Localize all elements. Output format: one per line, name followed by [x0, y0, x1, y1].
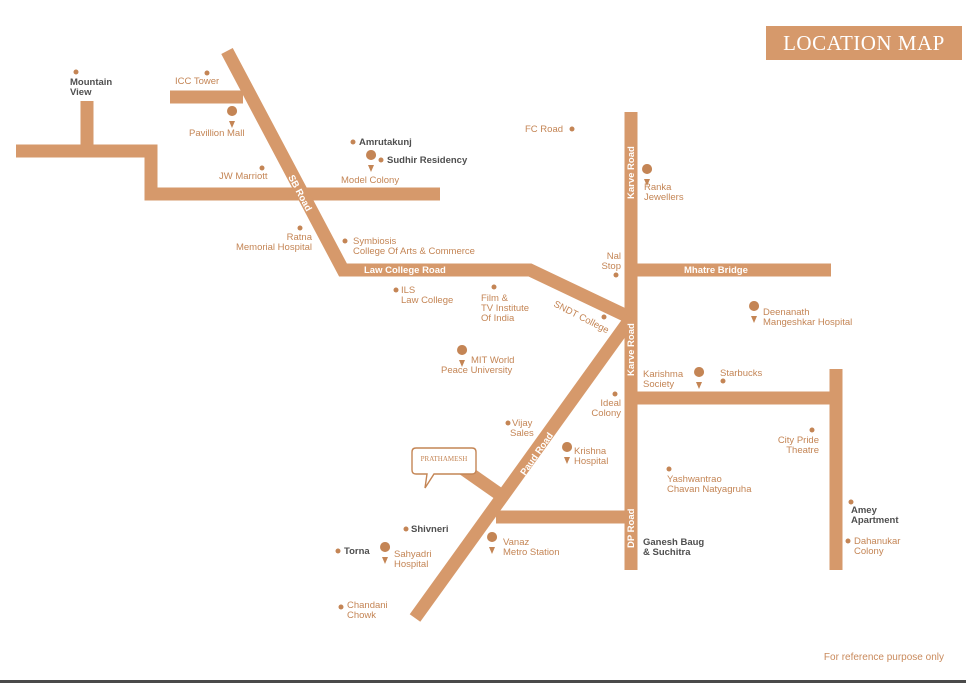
fc-road-label: FC Road [525, 124, 563, 135]
amey-apartment-dot [848, 499, 854, 505]
hospital-cross-icon-sahyadri [380, 542, 391, 564]
jw-marriott-label: JW Marriott [219, 171, 268, 182]
bottom-border [0, 680, 966, 683]
metro-pin-icon [487, 532, 498, 554]
university-pin-icon [457, 345, 468, 367]
dahanukar-dot [845, 538, 851, 544]
road-label-mhatre-bridge: Mhatre Bridge [684, 265, 748, 276]
starbucks-label: Starbucks [720, 368, 762, 379]
ils-dot [393, 287, 399, 293]
ganesh-baug-label: Ganesh Baug& Suchitra [643, 537, 704, 558]
model-colony-label: Model Colony [341, 175, 399, 186]
pratham-marker-label: PRATHAMESH [421, 455, 468, 463]
torna-label: Torna [344, 546, 370, 557]
residency-pin-icon [366, 150, 377, 172]
jw-marriott-dot [259, 165, 265, 171]
shivneri-label: Shivneri [411, 524, 449, 535]
sudhir-residency-label: Sudhir Residency [387, 155, 468, 166]
sndt-dot [601, 314, 607, 320]
hospital-cross-icon-krishna [562, 442, 573, 464]
jeweller-pin-icon [642, 164, 653, 186]
vijay-sales-dot [505, 420, 511, 426]
mall-pin-icon [227, 106, 238, 128]
pavillion-mall-label: Pavillion Mall [189, 128, 244, 139]
pratham-marker: PRATHAMESH [411, 447, 477, 489]
symbiosis-dot [342, 238, 348, 244]
pratham-marker-bubble [411, 447, 477, 489]
ratna-hospital-dot [297, 225, 303, 231]
chandani-chowk-dot [338, 604, 344, 610]
road-label-karve-road-top: Karve Road [626, 146, 637, 199]
road-label-law-college-road: Law College Road [364, 265, 446, 276]
map-title: LOCATION MAP [766, 26, 962, 60]
road-sb-law-college [221, 47, 634, 324]
road-paud [409, 314, 637, 622]
hospital-cross-icon-deenanath [749, 301, 760, 323]
torna-dot [335, 548, 341, 554]
reference-note: For reference purpose only [823, 652, 944, 663]
road-label-karve-road-mid: Karve Road [626, 323, 637, 376]
ftii-dot [491, 284, 497, 290]
road-label-dp-road: DP Road [626, 508, 637, 548]
fc-road-dot [569, 126, 575, 132]
yashwantrao-dot [666, 466, 672, 472]
ideal-colony-dot [612, 391, 618, 397]
starbucks-dot [720, 378, 726, 384]
icc-tower-dot [204, 70, 210, 76]
icc-tower-label: ICC Tower [175, 76, 219, 87]
mountain-view-dot [73, 69, 79, 75]
amrutakunj-label: Amrutakunj [359, 137, 412, 148]
city-pride-dot [809, 427, 815, 433]
society-pin-icon [694, 367, 705, 389]
nal-stop-dot [613, 272, 619, 278]
sudhir-residency-dot [378, 157, 384, 163]
amrutakunj-dot [350, 139, 356, 145]
shivneri-dot [403, 526, 409, 532]
